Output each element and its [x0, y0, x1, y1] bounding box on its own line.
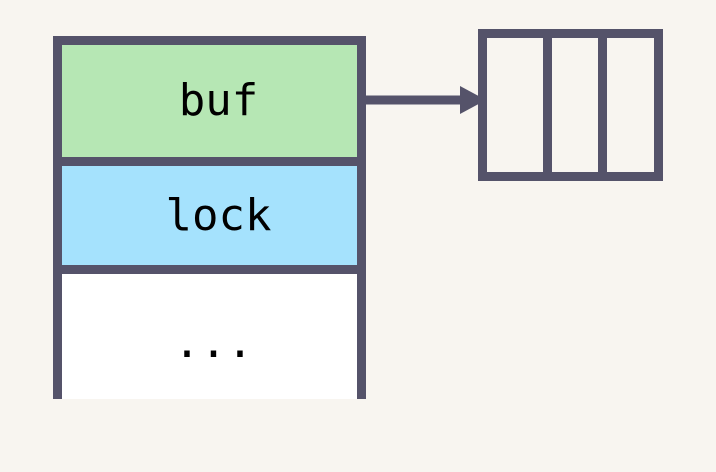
struct-field-ellipsis-label: ... [173, 316, 254, 368]
buf-pointer-arrow-icon [360, 86, 486, 114]
struct-field-ellipsis: ... [62, 265, 357, 399]
struct-field-buf: buf [62, 45, 357, 157]
struct-field-lock-label: lock [165, 189, 272, 241]
array-cell [542, 38, 598, 172]
array-cell [487, 38, 543, 172]
struct-box: buf lock ... [53, 36, 366, 399]
array-cell [597, 38, 654, 172]
array-box [478, 29, 663, 181]
struct-field-buf-label: buf [178, 75, 259, 126]
struct-field-lock: lock [62, 157, 357, 265]
